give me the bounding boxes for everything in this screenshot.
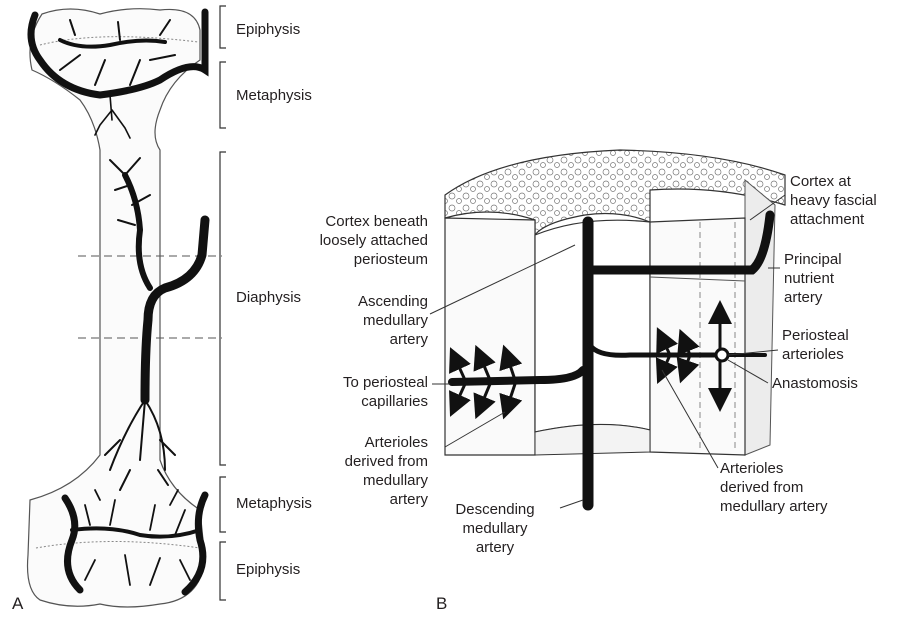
principal-nutrient-label: Principal nutrient artery <box>784 250 842 307</box>
epiphysis-bottom-label: Epiphysis <box>236 560 300 579</box>
bone-segment-diagram <box>445 150 785 505</box>
ascending-artery-label: Ascending medullary artery <box>270 292 428 349</box>
to-periosteal-label: To periosteal capillaries <box>270 373 428 411</box>
region-brackets <box>220 6 226 600</box>
arterioles-right-label: Arterioles derived from medullary artery <box>720 459 828 516</box>
metaphysis-top-label: Metaphysis <box>236 86 312 105</box>
anastomosis-label: Anastomosis <box>772 374 858 393</box>
bone-outline <box>28 9 206 607</box>
panel-b-letter: B <box>436 594 447 614</box>
epiphysis-top-label: Epiphysis <box>236 20 300 39</box>
descending-artery-label: Descending medullary artery <box>430 500 560 557</box>
cortex-loose-label: Cortex beneath loosely attached perioste… <box>272 212 428 269</box>
long-bone-diagram <box>28 9 223 607</box>
cortex-heavy-label: Cortex at heavy fascial attachment <box>790 172 877 229</box>
periosteal-arterioles-label: Periosteal arterioles <box>782 326 849 364</box>
panel-a-letter: A <box>12 594 23 614</box>
arterioles-left-label: Arterioles derived from medullary artery <box>270 433 428 509</box>
